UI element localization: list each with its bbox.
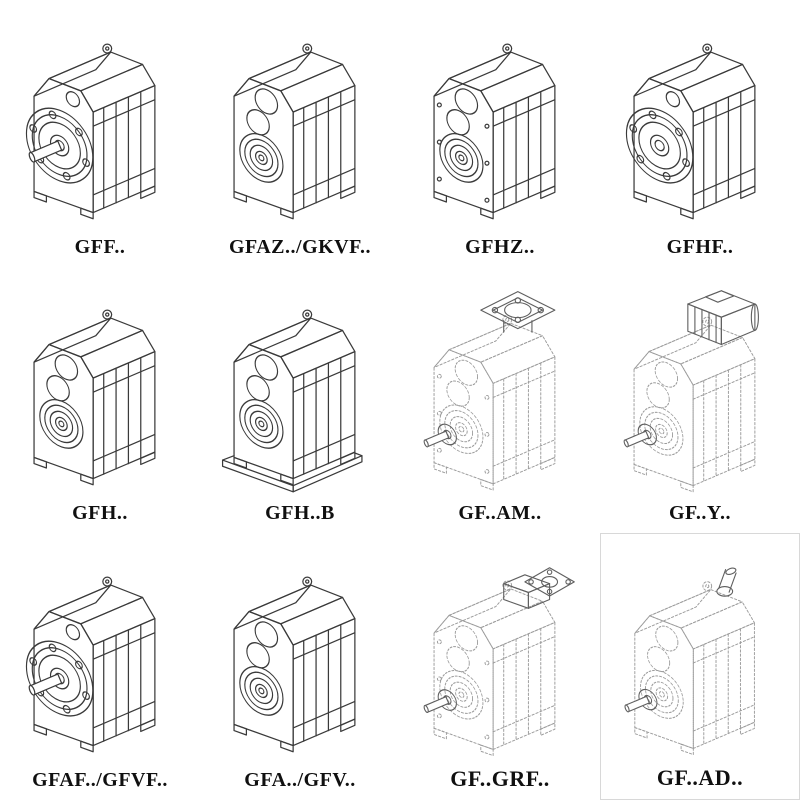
model-label: GFH.. <box>72 502 128 525</box>
gearbox-drawing-hollow <box>2 271 198 501</box>
gearbox-drawing-phantom-motor <box>602 271 798 501</box>
model-label: GFA../GFV.. <box>244 768 356 791</box>
catalog-cell-gf-grf: GF..GRF.. <box>400 533 600 800</box>
gearbox-drawing-flange-shaft <box>2 4 198 234</box>
model-label: GFH..B <box>265 502 335 525</box>
gearbox-drawing-flange-shaft <box>2 537 198 767</box>
catalog-cell-gfaz-gkvf: GFAZ../GKVF.. <box>200 0 400 267</box>
model-label: GFAZ../GKVF.. <box>228 235 372 258</box>
model-label: GFHF.. <box>666 235 734 258</box>
gearbox-drawing-hollow <box>202 537 398 767</box>
catalog-cell-gfh: GFH.. <box>0 267 200 534</box>
catalog-cell-gfh-b: GFH..B <box>200 267 400 534</box>
gearbox-line-art <box>625 43 756 220</box>
model-label: GFHZ.. <box>465 235 535 258</box>
catalog-cell-gf-ad: GF..AD.. <box>600 533 800 800</box>
gearbox-drawing-hollow <box>202 4 398 234</box>
gearbox-line-art <box>623 566 755 756</box>
model-label: GF..AM.. <box>458 502 542 525</box>
gearbox-line-art <box>25 43 156 220</box>
gearbox-drawing-hollow-base <box>202 271 398 501</box>
catalog-cell-gfaf-gfvf: GFAF../GFVF.. <box>0 533 200 800</box>
model-label: GF..Y.. <box>668 502 732 525</box>
gearbox-line-art <box>422 291 556 491</box>
gearbox-line-art <box>33 309 156 486</box>
gearbox-drawing-phantom-adapter <box>402 537 598 764</box>
gearbox-line-art <box>422 567 575 757</box>
catalog-cell-gff: GFF.. <box>0 0 200 267</box>
gearbox-line-art <box>622 290 759 493</box>
catalog-cell-gfa-gfv: GFA../GFV.. <box>200 533 400 800</box>
gearbox-drawing-phantom-flange <box>402 271 598 501</box>
gearbox-line-art <box>25 576 156 753</box>
gearbox-drawing-flange <box>602 4 798 234</box>
gearbox-line-art <box>221 309 363 493</box>
catalog-cell-gf-am: GF..AM.. <box>400 267 600 534</box>
gearbox-line-art <box>233 576 356 753</box>
gearbox-drawing-phantom-input-shaft <box>603 538 797 763</box>
model-label: GFAF../GFVF.. <box>32 768 168 791</box>
model-label: GFF.. <box>74 235 126 258</box>
gearbox-drawing-hollow <box>402 4 598 234</box>
model-label: GF..GRF.. <box>450 765 550 791</box>
gearbox-line-art <box>233 43 356 220</box>
catalog-cell-gf-y: GF..Y.. <box>600 267 800 534</box>
gearbox-line-art <box>433 43 556 220</box>
catalog-cell-gfhz: GFHZ.. <box>400 0 600 267</box>
catalog-cell-gfhf: GFHF.. <box>600 0 800 267</box>
model-label: GF..AD.. <box>656 764 744 790</box>
